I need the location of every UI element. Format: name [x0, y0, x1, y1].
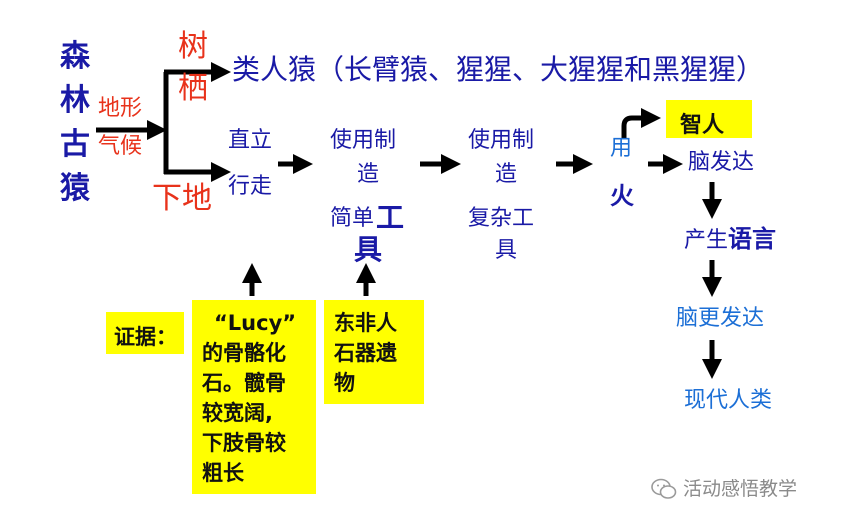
upright-line-2: 行走 — [228, 174, 273, 199]
africa-line-3: 物 — [334, 371, 355, 395]
factor-terrain: 地形 — [98, 96, 143, 121]
lucy-line-4: 较宽阔, — [202, 401, 273, 425]
simple-tools-char-1: 工 — [376, 201, 405, 234]
branch-down-label: 下地 — [152, 181, 212, 216]
ancestor-char-3: 古 — [60, 127, 90, 162]
tool-use-2-line-1: 使用制 — [468, 128, 535, 153]
wechat-icon — [651, 478, 677, 499]
brain-developed: 脑发达 — [688, 150, 755, 175]
apes-label: 类人猿（长臂猿、猩猩、大猩猩和黑猩猩） — [232, 53, 765, 86]
africa-line-1: 东非人 — [334, 311, 397, 335]
lucy-evidence-box: “Lucy” 的骨骼化 石。髋骨 较宽阔, 下肢骨较 粗长 — [192, 300, 316, 494]
ancestor-char-1: 森 — [60, 39, 90, 74]
lucy-line-1: “Lucy” — [214, 311, 297, 335]
evidence-label: 证据： — [106, 312, 184, 354]
simple-tools-char-2: 具 — [354, 233, 383, 266]
sapiens-box: 智人 — [666, 100, 752, 138]
factor-climate: 气候 — [98, 134, 143, 159]
upright-line-1: 直立 — [228, 128, 273, 153]
ancestor-char-4: 猿 — [60, 171, 90, 206]
branch-up-char-1: 树 — [178, 29, 208, 64]
fire-line-2: 火 — [610, 182, 634, 210]
fire-line-1: 用 — [610, 136, 633, 161]
africa-evidence-box: 东非人 石器遗 物 — [324, 300, 424, 404]
watermark-text: 活动感悟教学 — [683, 478, 798, 500]
ancestor-char-2: 林 — [60, 83, 90, 118]
complex-tools-line-1: 复杂工 — [468, 206, 535, 231]
lucy-line-6: 粗长 — [202, 461, 244, 485]
language-prefix: 产生 — [684, 228, 729, 253]
language-keyword: 语言 — [728, 225, 777, 253]
tool-use-2-line-2: 造 — [495, 162, 518, 187]
brain-more-developed: 脑更发达 — [676, 306, 765, 331]
tool-use-1-line-1: 使用制 — [330, 128, 397, 153]
modern-humans: 现代人类 — [684, 388, 773, 413]
africa-line-2: 石器遗 — [334, 341, 397, 365]
branch-up-char-2: 栖 — [178, 71, 208, 106]
language-line: 产生语言 — [684, 227, 776, 252]
complex-tools-line-2: 具 — [495, 238, 518, 263]
tool-use-1-line-2: 造 — [357, 162, 380, 187]
simple-tools-prefix: 简单 — [330, 206, 375, 231]
arrow-to-sapiens — [621, 108, 661, 138]
lucy-line-2: 的骨骼化 — [202, 341, 286, 365]
lucy-line-3: 石。髋骨 — [202, 371, 286, 395]
lucy-line-5: 下肢骨较 — [202, 431, 286, 455]
